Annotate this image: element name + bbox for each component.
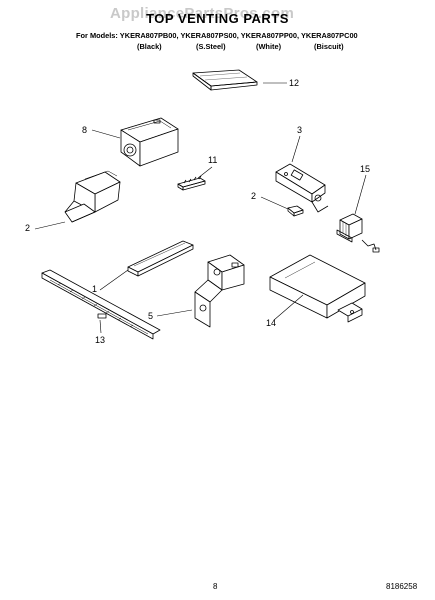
part-11-terminal-strip — [177, 175, 206, 191]
leader-lines — [34, 82, 367, 334]
callout-3: 3 — [297, 125, 303, 135]
callout-1: 1 — [92, 284, 98, 294]
finish-biscuit: (Biscuit) — [314, 42, 344, 51]
callout-8: 8 — [82, 125, 88, 135]
part-8-vent-box — [120, 117, 179, 167]
callout-14: 14 — [266, 318, 277, 328]
part-15-transformer — [336, 213, 380, 253]
part-12-panel — [192, 69, 258, 91]
part-13-strip — [41, 269, 161, 340]
part-5-bracket — [194, 254, 245, 328]
callout-4: 2 — [251, 191, 257, 201]
callout-12: 12 — [289, 78, 300, 88]
callout-13: 13 — [95, 335, 106, 345]
callout-11: 11 — [208, 155, 218, 165]
part-1-rail — [127, 240, 194, 277]
finish-white: (White) — [256, 42, 282, 51]
watermark: AppliancePartsPros.com — [110, 5, 295, 22]
part-14-tray — [269, 254, 366, 323]
finish-stainless: (S.Steel) — [196, 42, 226, 51]
callout-5: 5 — [148, 311, 154, 321]
models-line: For Models: YKERA807PB00, YKERA807PS00, … — [76, 31, 358, 40]
part-4-block — [287, 205, 304, 217]
part-3-switch-assembly — [275, 163, 329, 213]
finish-black: (Black) — [137, 42, 162, 51]
page-title: TOP VENTING PARTS — [146, 11, 289, 26]
callout-15: 15 — [360, 164, 371, 174]
part-2-duct — [64, 170, 121, 223]
callout-2: 2 — [25, 223, 31, 233]
document-number: 8186258 — [386, 582, 418, 591]
page-number: 8 — [213, 582, 218, 591]
